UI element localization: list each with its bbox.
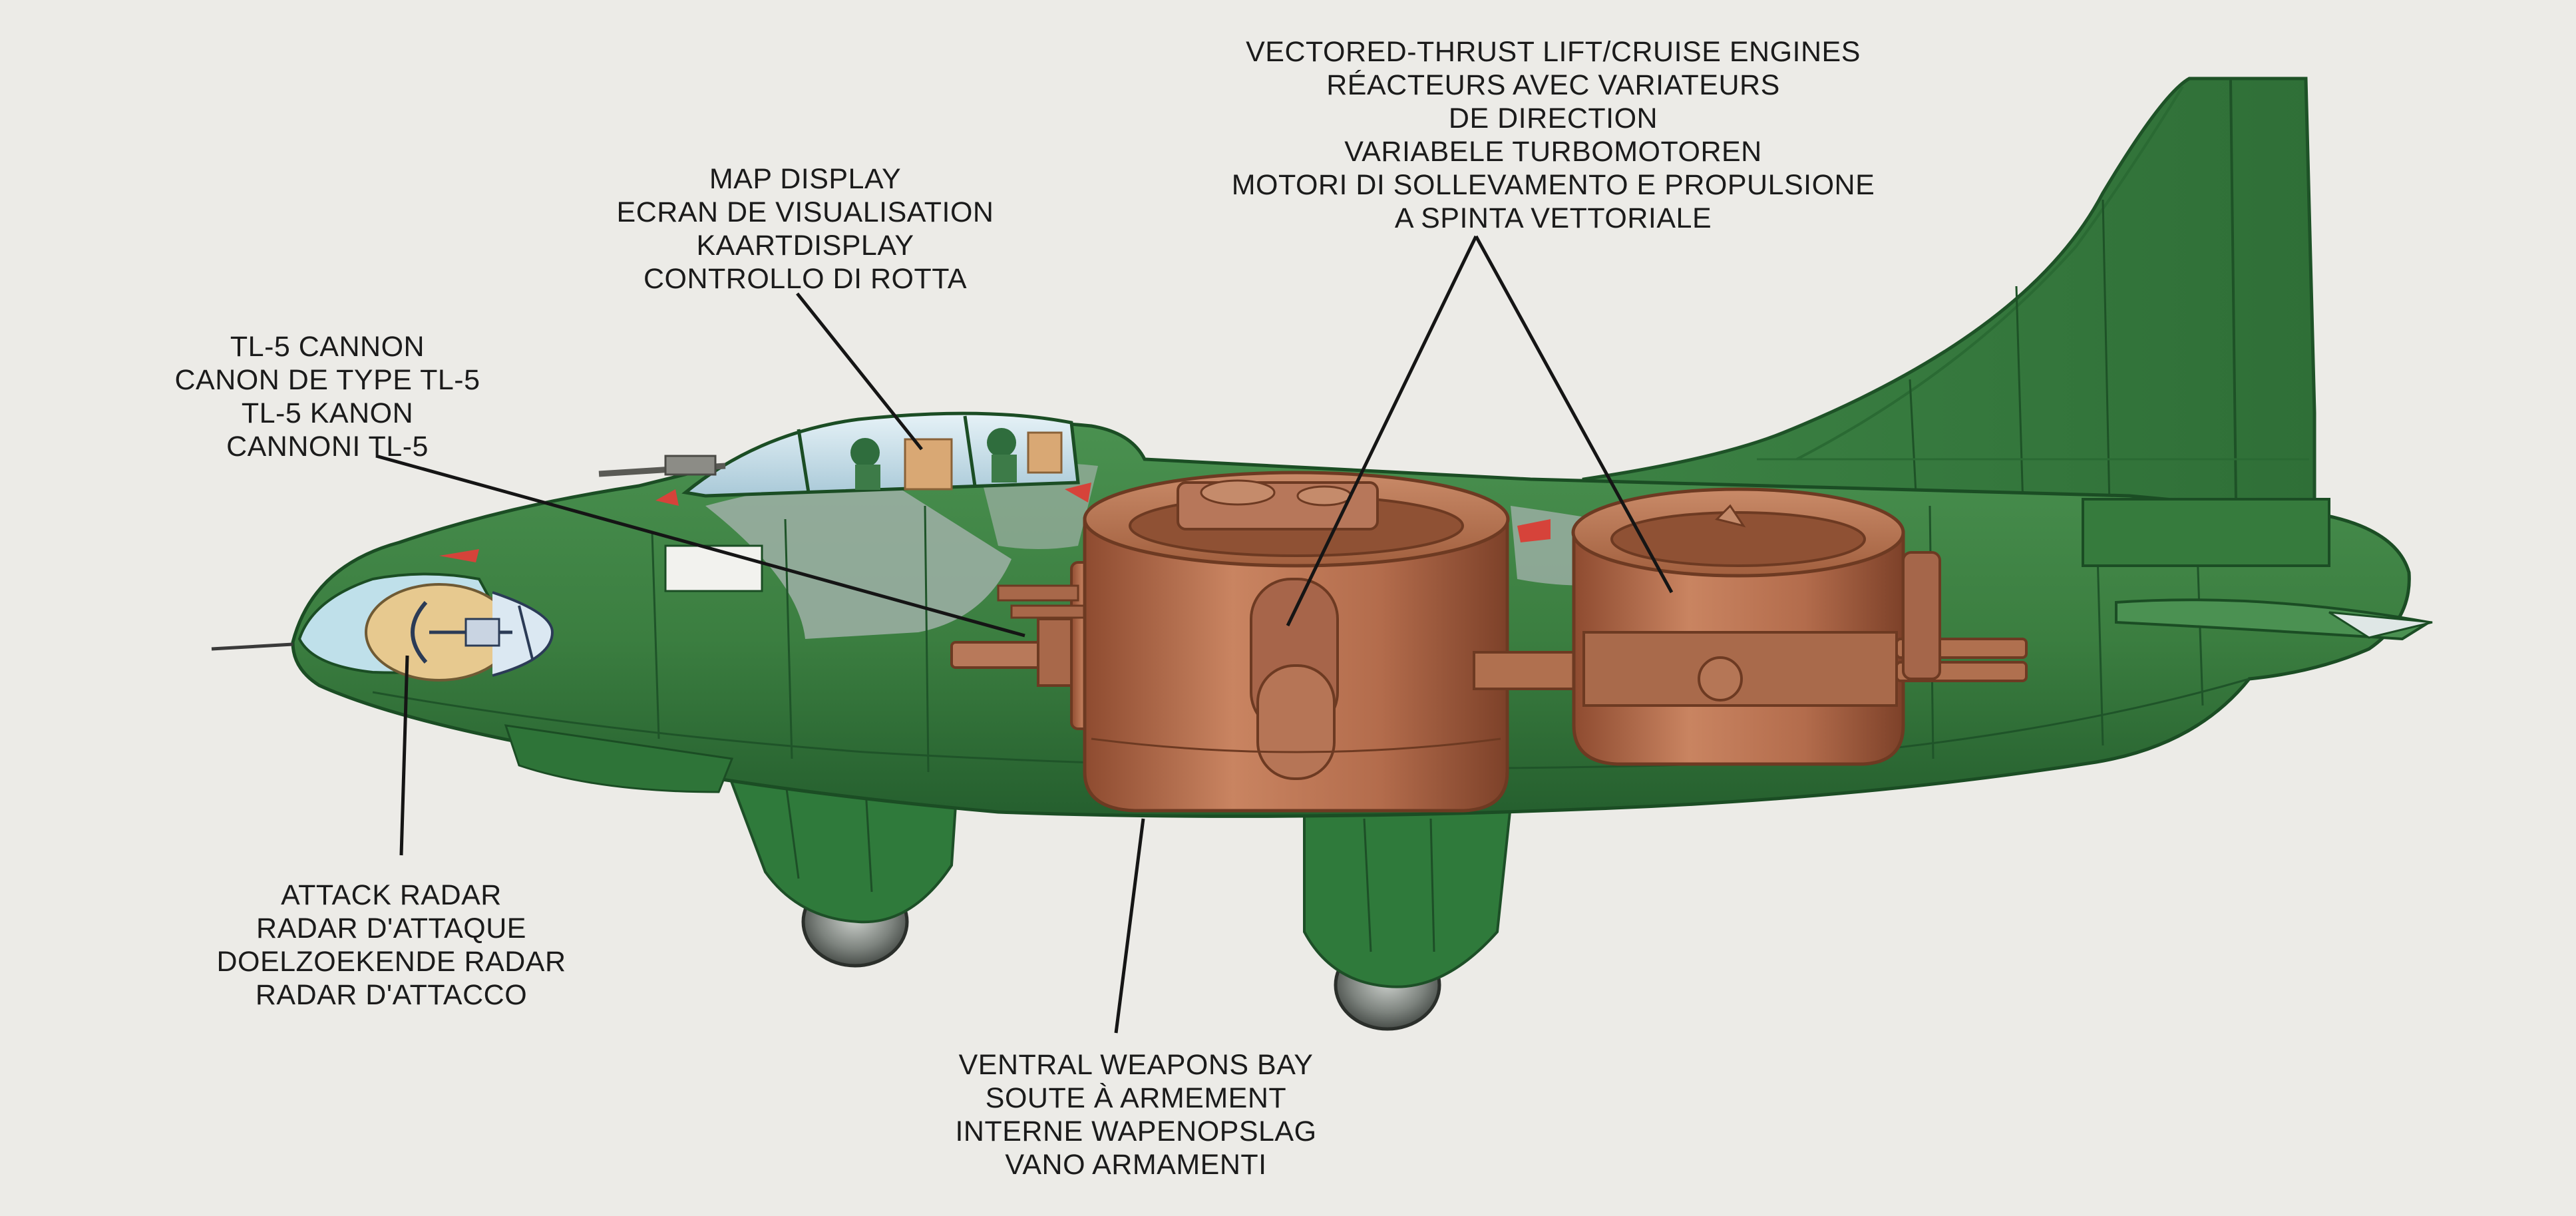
callout-line: VANO ARMAMENTI — [1005, 1149, 1267, 1181]
vertical-tail-fin — [1582, 77, 2316, 528]
callout-line: CANNONI TL-5 — [226, 431, 429, 463]
callout-ventral-weapons-bay: VENTRAL WEAPONS BAY SOUTE À ARMEMENT INT… — [903, 1048, 1369, 1181]
nose-radar — [211, 572, 554, 682]
callout-line: MOTORI DI SOLLEVAMENTO E PROPULSIONE — [1231, 169, 1875, 201]
leader-engines-rear — [1474, 235, 1674, 594]
leader-engines-front — [1286, 235, 1478, 627]
callout-line: RÉACTEURS AVEC VARIATEURS — [1326, 69, 1780, 101]
callout-line: VECTORED-THRUST LIFT/CRUISE ENGINES — [1246, 36, 1861, 68]
landing-gear — [723, 764, 1513, 1031]
callout-line: VENTRAL WEAPONS BAY — [958, 1049, 1314, 1081]
cockpit-canopy — [598, 411, 1080, 498]
callout-line: INTERNE WAPENOPSLAG — [955, 1115, 1317, 1147]
callout-line: TL-5 CANNON — [230, 331, 425, 363]
callout-attack-radar: ATTACK RADAR RADAR D'ATTAQUE DOELZOEKEND… — [192, 879, 591, 1012]
callout-line: A SPINTA VETTORIALE — [1394, 202, 1712, 234]
leader-lines — [375, 235, 1674, 1034]
callout-line: RADAR D'ATTACCO — [255, 979, 528, 1011]
callout-line: ATTACK RADAR — [281, 879, 502, 911]
callout-line: SOUTE À ARMEMENT — [985, 1082, 1287, 1114]
callout-line: ECRAN DE VISUALISATION — [616, 196, 994, 228]
callout-tl5-cannon: TL-5 CANNON CANON DE TYPE TL-5 TL-5 KANO… — [128, 330, 527, 463]
callout-line: DOELZOEKENDE RADAR — [216, 946, 566, 978]
callout-line: TL-5 KANON — [241, 397, 414, 429]
leader-attack-radar — [399, 655, 409, 856]
callout-line: KAARTDISPLAY — [696, 230, 914, 262]
front-lift-engine — [1083, 471, 1510, 813]
leader-cannon — [375, 454, 1025, 638]
callout-vectored-thrust-engines: VECTORED-THRUST LIFT/CRUISE ENGINES RÉAC… — [1187, 35, 1919, 235]
leader-weapons-bay — [1114, 818, 1145, 1034]
callout-map-display: MAP DISPLAY ECRAN DE VISUALISATION KAART… — [572, 162, 1038, 296]
callout-line: CANON DE TYPE TL-5 — [174, 364, 480, 396]
callout-line: RADAR D'ATTAQUE — [256, 912, 526, 944]
leader-map-display — [796, 292, 923, 451]
callout-line: VARIABELE TURBOMOTOREN — [1344, 136, 1762, 168]
rear-lift-engine — [1473, 487, 2028, 766]
callout-line: DE DIRECTION — [1448, 102, 1658, 134]
callout-line: CONTROLLO DI ROTTA — [643, 263, 967, 295]
callout-line: MAP DISPLAY — [709, 163, 902, 195]
